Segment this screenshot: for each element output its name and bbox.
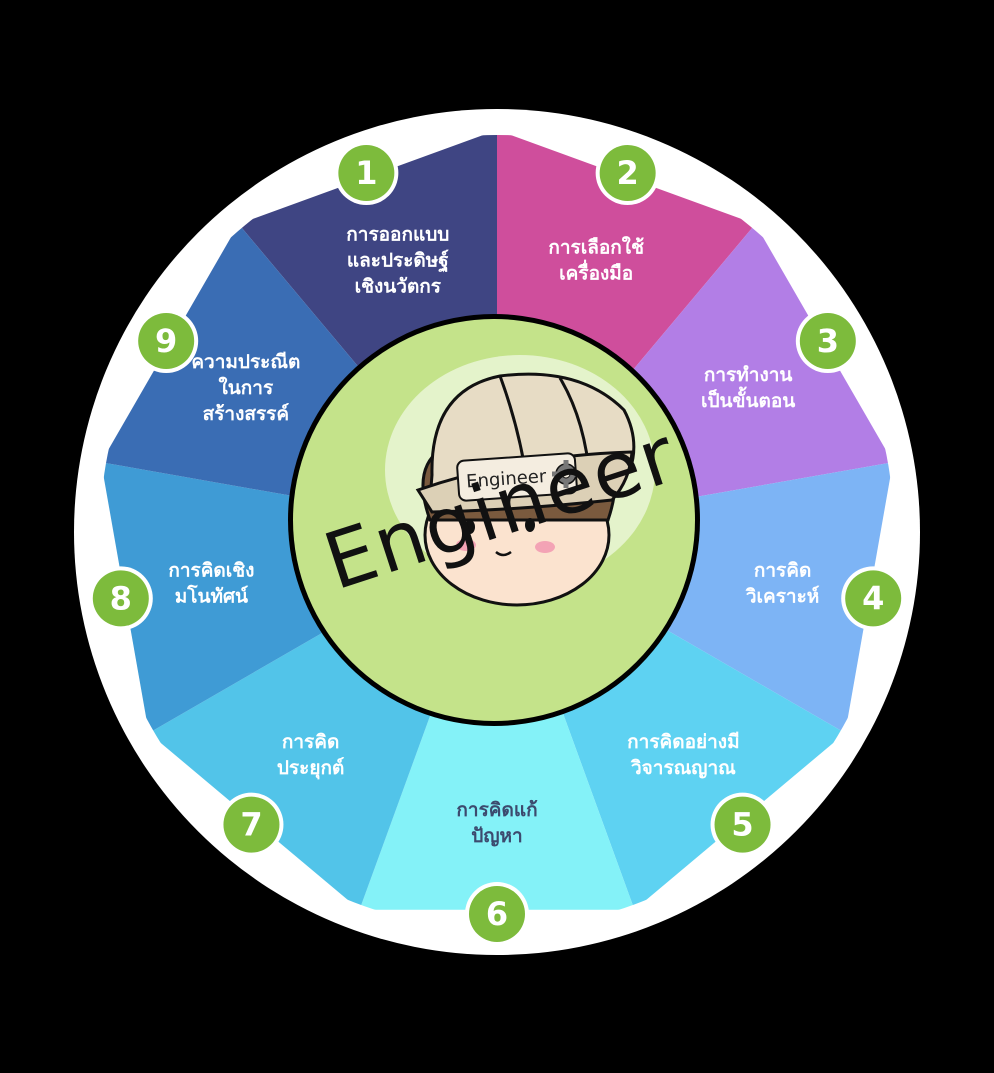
segment-1-label-line-1: การออกแบบ — [346, 223, 449, 245]
segment-9-label-line-2: ในการ — [219, 376, 274, 399]
segment-2-label-line-1: การเลือกใช้ — [548, 235, 644, 258]
badge-2: 2 — [595, 141, 660, 206]
segment-1-label-line-3: เชิงนวัตกร — [355, 275, 442, 297]
segment-5-label-line-2: วิจารณญาณ — [631, 757, 736, 779]
segment-7-label-line-2: ประยุกต์ — [277, 757, 344, 780]
badge-5-circle — [714, 796, 771, 853]
badge-3-circle — [799, 313, 856, 369]
badge-5: 5 — [710, 792, 775, 857]
segment-2-label-line-2: เครื่องมือ — [559, 259, 633, 284]
badge-8: 8 — [88, 566, 153, 631]
engineer-character-icon: Engineer — [415, 372, 636, 607]
segment-8-label-line-1: การคิดเชิง — [168, 559, 254, 581]
badge-1-circle — [338, 145, 395, 202]
badge-3-number: 3 — [817, 322, 839, 360]
center-emblem: Engineer Engineer — [288, 314, 700, 726]
badge-2-circle — [599, 145, 656, 202]
segment-1-label-line-2: และประดิษฐ์ — [347, 249, 449, 273]
badge-6-number: 6 — [486, 895, 508, 933]
badge-4-number: 4 — [862, 579, 884, 617]
badge-3: 3 — [795, 309, 860, 373]
segment-3-label-line-1: การทำงาน — [704, 364, 793, 386]
badge-9: 9 — [134, 309, 199, 373]
badge-6: 6 — [465, 882, 529, 946]
badges-layer: 1 2 3 4 5 6 7 8 9 — [88, 141, 906, 946]
segment-7-label-line-1: การคิด — [282, 731, 339, 753]
segment-9-label-line-1: ความประณีต — [191, 351, 300, 373]
badge-4: 4 — [841, 566, 906, 631]
badge-7-circle — [223, 796, 280, 853]
badge-9-circle — [138, 313, 195, 369]
badge-1-number: 1 — [355, 154, 377, 192]
segment-6-label-line-1: การคิดแก้ — [456, 799, 537, 821]
badge-6-circle — [469, 886, 525, 942]
segment-8-label-line-2: มโนทัศน์ — [175, 584, 249, 607]
gear-icon — [552, 460, 580, 488]
segment-6-label-line-2: ปัญหา — [471, 825, 522, 847]
badge-7: 7 — [219, 792, 284, 857]
segment-4-label-line-1: การคิด — [754, 559, 811, 581]
segment-9-label-line-3: สร้างสรรค์ — [203, 403, 289, 425]
badge-2-number: 2 — [617, 154, 639, 192]
badge-9-number: 9 — [155, 322, 177, 360]
segment-4-label-line-2: วิเคราะห์ — [746, 585, 820, 607]
badge-8-circle — [92, 570, 149, 627]
badge-8-number: 8 — [110, 579, 132, 617]
badge-5-number: 5 — [731, 806, 753, 844]
badge-4-circle — [845, 570, 902, 627]
badge-7-number: 7 — [240, 806, 262, 844]
segment-3-label-line-2: เป็นขั้นตอน — [701, 386, 795, 412]
badge-1: 1 — [334, 141, 399, 206]
segment-5-label-line-1: การคิดอย่างมี — [627, 731, 739, 753]
